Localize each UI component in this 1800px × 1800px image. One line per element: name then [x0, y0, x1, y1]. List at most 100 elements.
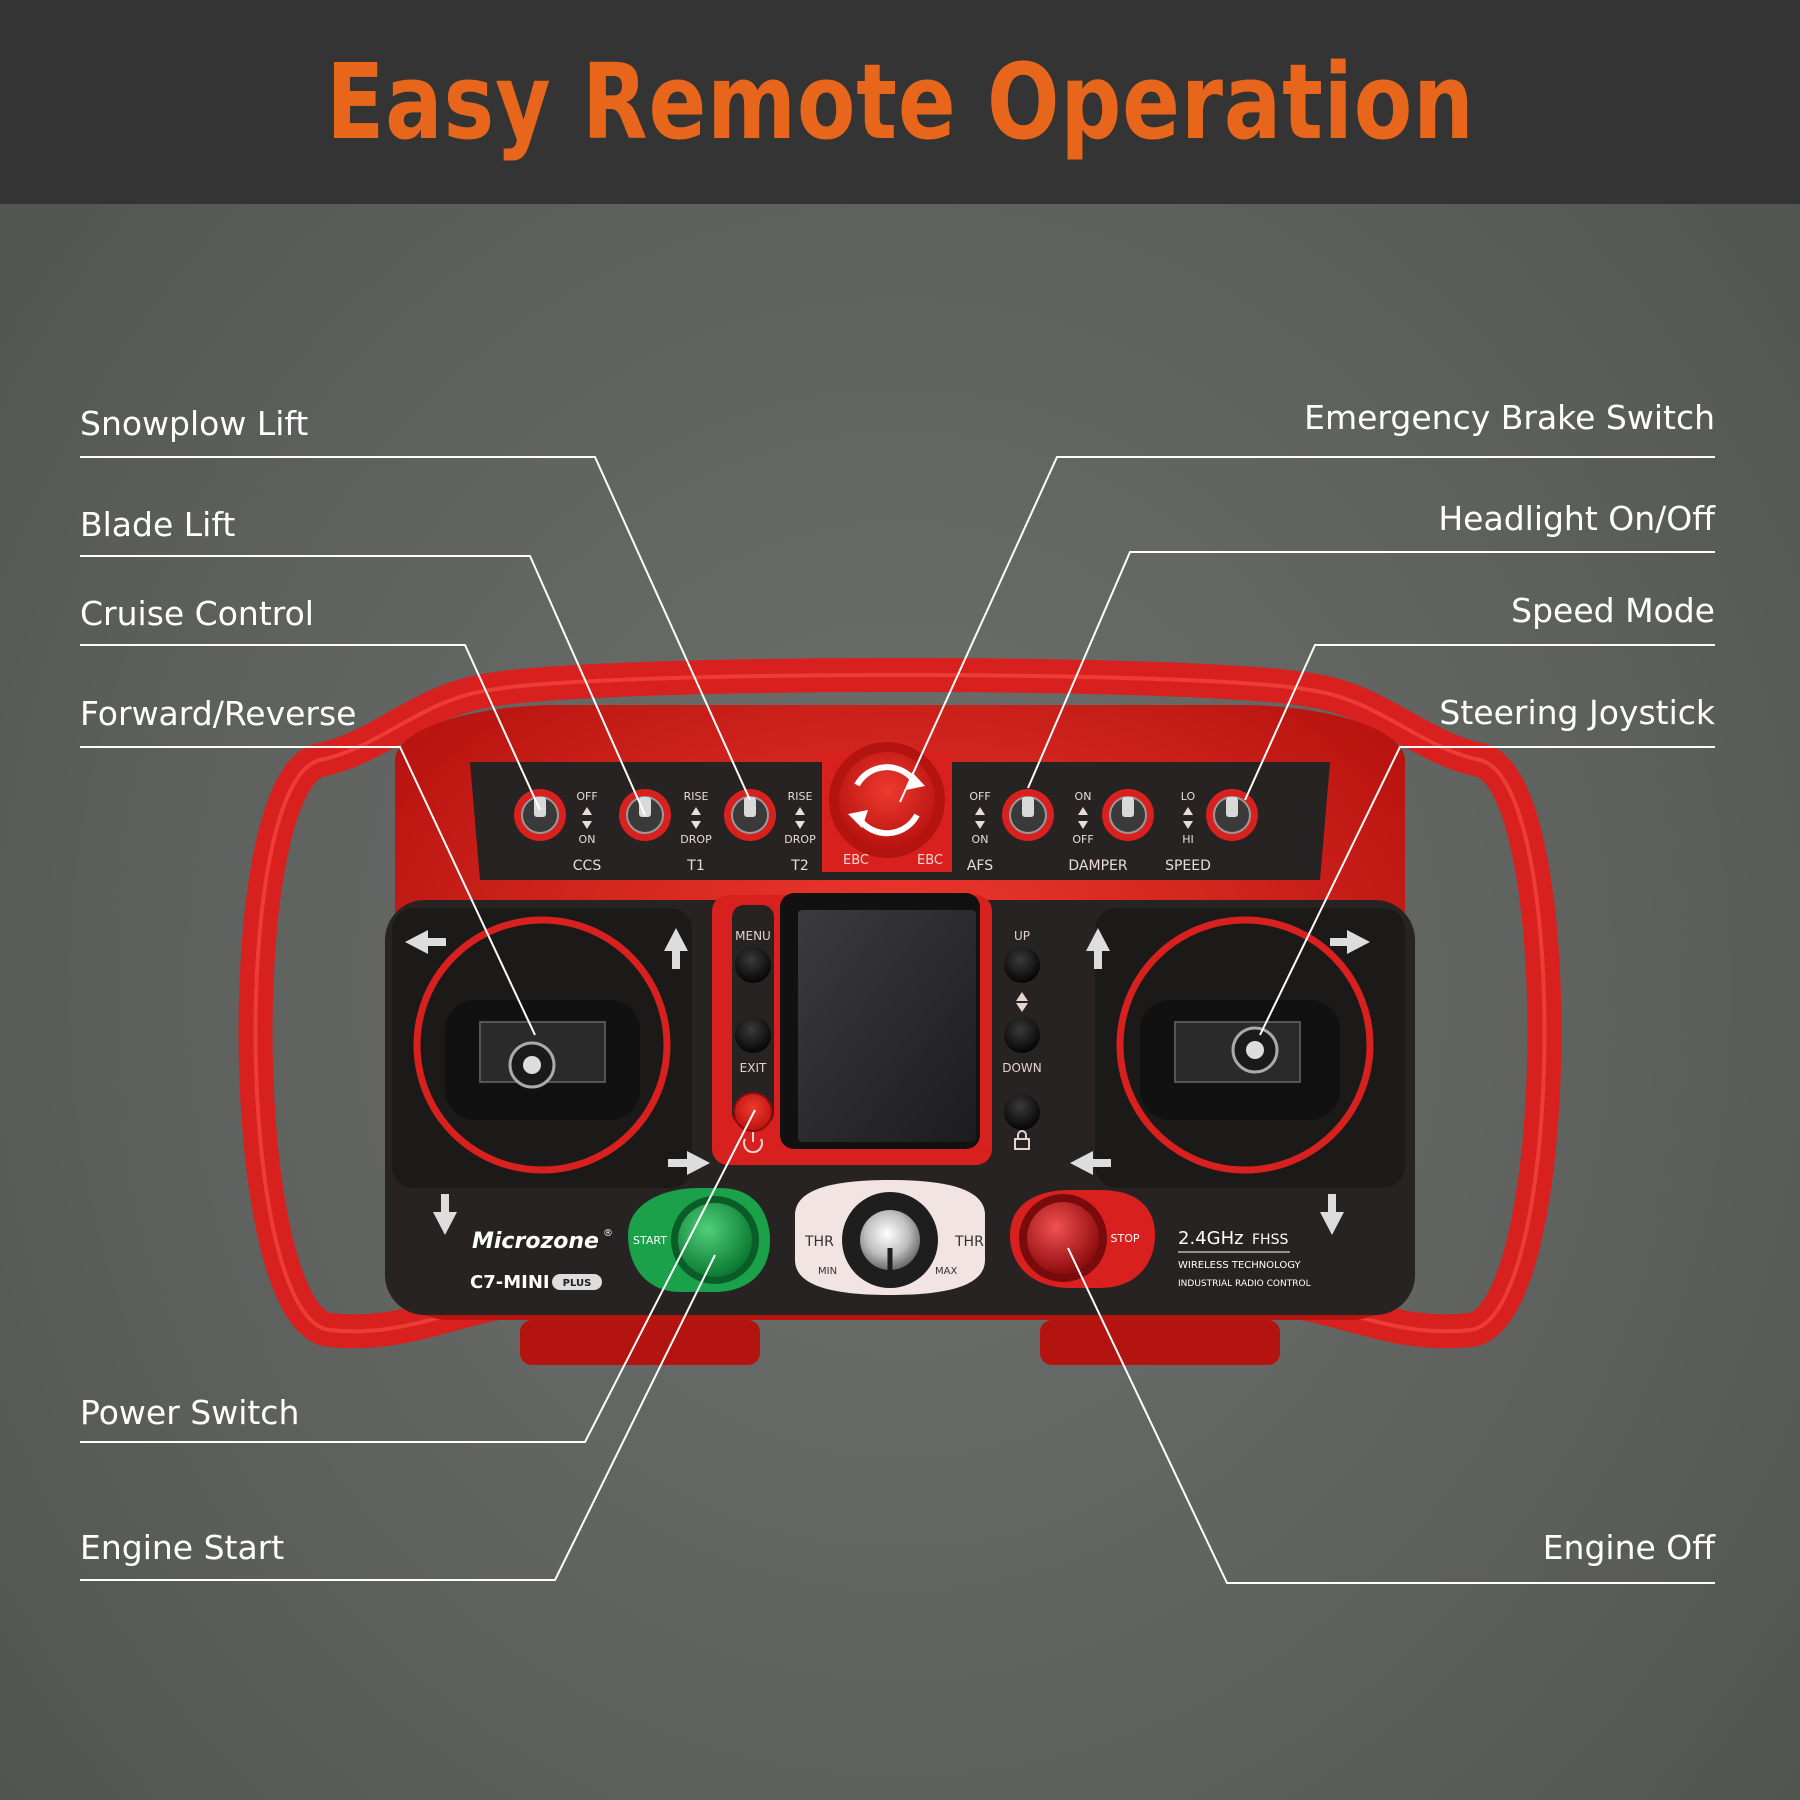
arrow-left-icon	[1070, 1151, 1111, 1175]
down-button[interactable]: DOWN	[1002, 1017, 1042, 1075]
callout-snowplow-lift: Snowplow Lift	[80, 404, 309, 443]
lcd-screen	[798, 910, 976, 1142]
switch-speed-top-label: LO	[1181, 790, 1196, 803]
switch-t2-label: T2	[790, 858, 808, 874]
callout-emergency-brake: Emergency Brake Switch	[1304, 398, 1715, 437]
arrow-down-icon	[1320, 1194, 1344, 1235]
start-label: START	[633, 1234, 667, 1247]
thr-right-label: THR	[954, 1234, 984, 1250]
switch-speed-label: SPEED	[1165, 858, 1211, 874]
tech-label: WIRELESS TECHNOLOGY	[1178, 1260, 1301, 1271]
switch-ccs-bottom-label: ON	[579, 833, 596, 846]
up-down-arrows-icon	[1016, 992, 1028, 1012]
display-module	[712, 893, 1040, 1165]
power-icon	[743, 1138, 763, 1154]
exit-button[interactable]: EXIT	[735, 1017, 771, 1075]
exit-label: EXIT	[740, 1061, 767, 1075]
switch-afs-bottom-label: ON	[972, 833, 989, 846]
arrow-up-icon	[582, 807, 592, 815]
arrow-down-icon	[433, 1194, 457, 1235]
lock-button[interactable]	[1004, 1094, 1040, 1150]
leader-cruise-control	[80, 644, 541, 811]
callout-steering-joystick: Steering Joystick	[1439, 693, 1715, 732]
forward-reverse-joystick[interactable]	[392, 908, 692, 1188]
toggle-switch-row: OFFONCCSRISEDROPT1RISEDROPT2OFFONAFSONOF…	[514, 789, 1258, 874]
callout-engine-start: Engine Start	[80, 1528, 285, 1567]
up-label: UP	[1014, 929, 1030, 943]
switch-damper-top-label: ON	[1075, 790, 1092, 803]
toggle-switch-t2[interactable]: RISE DROP T2	[724, 789, 816, 874]
callout-engine-off: Engine Off	[1542, 1528, 1715, 1567]
arrow-up-icon	[1183, 807, 1193, 815]
switch-t2-top-label: RISE	[788, 790, 813, 803]
industrial-label: INDUSTRIAL RADIO CONTROL	[1178, 1279, 1311, 1289]
arrow-down-icon	[795, 821, 805, 829]
arrow-down-icon	[691, 821, 701, 829]
brand-logo: Microzone	[472, 1229, 599, 1254]
callout-lines	[80, 456, 1715, 1584]
toggle-switch-damper[interactable]: ON OFF DAMPER	[1068, 789, 1154, 874]
toggle-switch-t1[interactable]: RISE DROP T1	[619, 789, 712, 874]
header-banner: Easy Remote Operation	[0, 0, 1800, 204]
arrow-up-icon	[795, 807, 805, 815]
arrow-up-icon	[1078, 807, 1088, 815]
frequency-label: 2.4GHz	[1178, 1228, 1244, 1249]
min-label: MIN	[818, 1266, 837, 1277]
page-title: Easy Remote Operation	[325, 41, 1475, 163]
arrow-up-icon	[691, 807, 701, 815]
up-button[interactable]: UP	[1004, 929, 1040, 983]
leader-engine-start	[80, 1254, 716, 1581]
arrow-down-icon	[1183, 821, 1193, 829]
switch-damper-label: DAMPER	[1068, 858, 1127, 874]
steering-joystick[interactable]	[1095, 908, 1405, 1188]
callout-power-switch: Power Switch	[80, 1393, 300, 1432]
switch-speed-bottom-label: HI	[1182, 833, 1194, 846]
handle-frame	[238, 658, 1562, 1365]
callout-headlight: Headlight On/Off	[1438, 499, 1715, 538]
switch-t1-bottom-label: DROP	[680, 833, 712, 846]
arrow-up-icon	[1086, 928, 1110, 969]
toggle-switch-speed[interactable]: LO HI SPEED	[1165, 789, 1258, 874]
menu-button[interactable]: MENU	[735, 929, 771, 983]
leader-power-switch	[80, 1109, 756, 1443]
ebc-left-label: EBC	[843, 853, 869, 868]
arrow-down-icon	[582, 821, 592, 829]
switch-afs-label: AFS	[967, 858, 993, 874]
ebc-right-label: EBC	[917, 853, 943, 868]
callout-blade-lift: Blade Lift	[80, 505, 236, 544]
brand-area: Microzone ® C7-MINI PLUS 2.4GHz FHSS WIR…	[470, 1228, 1311, 1293]
leader-snowplow-lift	[80, 456, 751, 801]
toggle-switch-ccs[interactable]: OFF ON CCS	[514, 789, 601, 874]
switch-ccs-top-label: OFF	[576, 790, 597, 803]
model-badge: PLUS	[563, 1278, 592, 1289]
menu-label: MENU	[735, 929, 771, 943]
arrow-up-icon	[975, 807, 985, 815]
engine-off-button[interactable]: STOP	[1010, 1190, 1155, 1288]
leader-engine-off	[1067, 1247, 1715, 1584]
arrow-left-icon	[405, 930, 446, 954]
stop-label: STOP	[1111, 1232, 1140, 1245]
emergency-brake-switch[interactable]: EBC EBC	[822, 742, 952, 872]
switch-t1-label: T1	[686, 858, 704, 874]
switch-damper-bottom-label: OFF	[1072, 833, 1093, 846]
model-name: C7-MINI	[470, 1272, 550, 1293]
switch-t2-bottom-label: DROP	[784, 833, 816, 846]
leader-blade-lift	[80, 555, 646, 816]
engine-start-button[interactable]: START	[628, 1188, 770, 1292]
callout-speed-mode: Speed Mode	[1511, 591, 1715, 630]
arrow-down-icon	[1078, 821, 1088, 829]
switch-t1-top-label: RISE	[684, 790, 709, 803]
lock-icon	[1014, 1138, 1030, 1150]
arrow-down-icon	[975, 821, 985, 829]
arrow-right-icon	[668, 1151, 710, 1175]
switch-ccs-label: CCS	[573, 858, 602, 874]
leader-headlight	[1027, 551, 1715, 789]
thr-left-label: THR	[804, 1234, 834, 1250]
leader-steering-joystick	[1259, 746, 1715, 1036]
leader-forward-reverse	[80, 746, 536, 1036]
callout-forward-reverse: Forward/Reverse	[80, 694, 357, 733]
fhss-label: FHSS	[1252, 1232, 1288, 1248]
throttle-knob[interactable]: THR THR MIN MAX	[795, 1180, 985, 1295]
